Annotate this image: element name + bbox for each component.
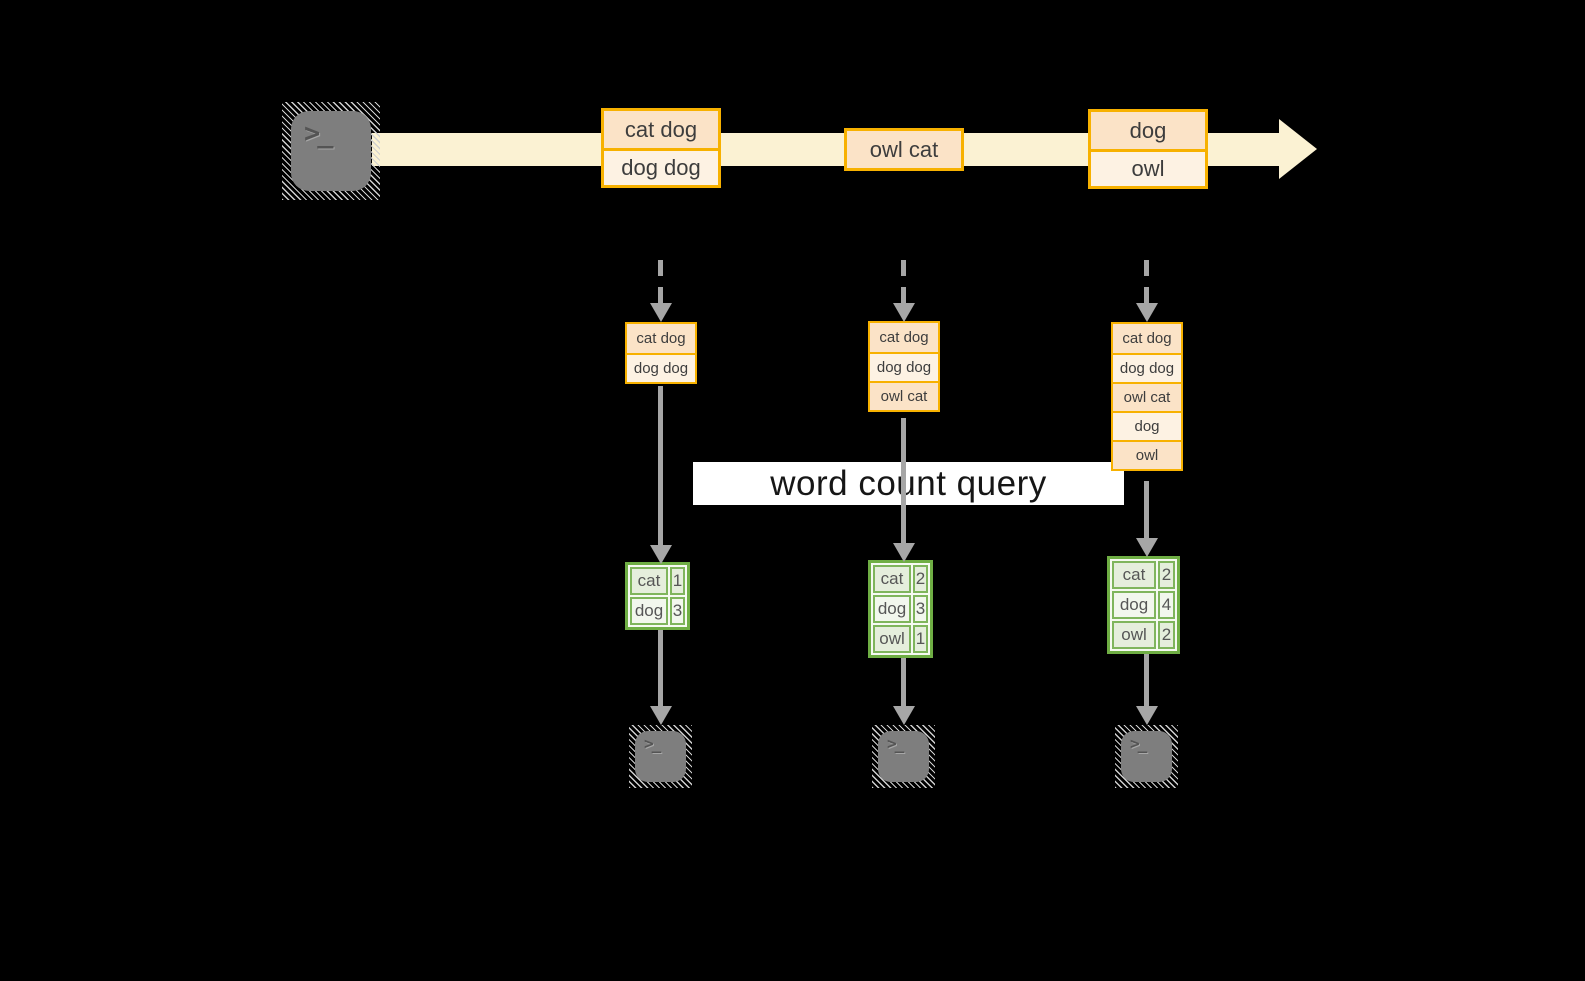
word-cell: owl (873, 625, 911, 653)
event-box: dog dog (627, 353, 695, 382)
terminal-prompt-glyph: >_ (304, 118, 333, 149)
terminal-screen: >_ (635, 731, 686, 782)
table-row: dog 3 (630, 597, 685, 625)
terminal-prompt-glyph: >_ (644, 734, 661, 753)
event-box: dog dog (870, 352, 938, 381)
dashed-arrow-shaft (658, 260, 663, 304)
arrow-shaft (658, 386, 663, 546)
table-row: dog 3 (873, 595, 928, 623)
terminal-screen: >_ (878, 731, 929, 782)
table-row: cat 2 (1112, 561, 1175, 589)
arrow-head-icon (893, 543, 915, 562)
stream-timeline-arrowhead-icon (1279, 119, 1317, 179)
count-cell: 1 (913, 625, 928, 653)
event-box: cat dog (870, 323, 938, 352)
arrow-head-icon (1136, 706, 1158, 725)
terminal-screen: >_ (291, 111, 371, 191)
count-table-2: cat 2 dog 3 owl 1 (868, 560, 933, 658)
timeline-event-group-3: dog owl (1088, 109, 1208, 189)
count-cell: 3 (913, 595, 928, 623)
timeline-event-group-2: owl cat (844, 128, 964, 171)
event-box: owl cat (1113, 382, 1181, 411)
terminal-prompt-glyph: >_ (1130, 734, 1147, 753)
buffer-stack-3: cat dog dog dog owl cat dog owl (1111, 322, 1183, 471)
word-cell: cat (1112, 561, 1156, 589)
terminal-prompt-glyph: >_ (887, 734, 904, 753)
word-cell: dog (873, 595, 911, 623)
event-box: owl (1091, 149, 1205, 186)
arrow-shaft (1144, 654, 1149, 707)
source-terminal-icon: >_ (282, 102, 380, 200)
arrow-shaft (901, 658, 906, 707)
event-box: dog dog (604, 148, 718, 185)
table-row: owl 2 (1112, 621, 1175, 649)
dashed-arrow-head-icon (650, 303, 672, 322)
event-box: cat dog (1113, 324, 1181, 353)
table-row: cat 2 (873, 565, 928, 593)
output-terminal-icon-1: >_ (629, 725, 692, 788)
word-cell: cat (630, 567, 668, 595)
count-table-1: cat 1 dog 3 (625, 562, 690, 630)
dashed-arrow-head-icon (893, 303, 915, 322)
event-box: dog (1113, 411, 1181, 440)
arrow-head-icon (893, 706, 915, 725)
dashed-arrow-shaft (1144, 260, 1149, 304)
event-box: cat dog (627, 324, 695, 353)
count-cell: 2 (913, 565, 928, 593)
word-cell: owl (1112, 621, 1156, 649)
event-box: owl (1113, 440, 1181, 469)
word-cell: dog (630, 597, 668, 625)
table-row: cat 1 (630, 567, 685, 595)
event-box: dog dog (1113, 353, 1181, 382)
event-box: owl cat (847, 131, 961, 168)
timeline-event-group-1: cat dog dog dog (601, 108, 721, 188)
terminal-screen: >_ (1121, 731, 1172, 782)
arrow-head-icon (1136, 538, 1158, 557)
event-box: owl cat (870, 381, 938, 410)
arrow-head-icon (650, 545, 672, 564)
table-row: owl 1 (873, 625, 928, 653)
count-cell: 2 (1158, 561, 1175, 589)
word-cell: dog (1112, 591, 1156, 619)
event-box: cat dog (604, 111, 718, 148)
arrow-shaft (901, 418, 906, 544)
dashed-arrow-shaft (901, 260, 906, 304)
count-table-3: cat 2 dog 4 owl 2 (1107, 556, 1180, 654)
count-cell: 2 (1158, 621, 1175, 649)
count-cell: 1 (670, 567, 685, 595)
table-row: dog 4 (1112, 591, 1175, 619)
buffer-stack-2: cat dog dog dog owl cat (868, 321, 940, 412)
arrow-shaft (1144, 481, 1149, 539)
output-terminal-icon-3: >_ (1115, 725, 1178, 788)
arrow-shaft (658, 630, 663, 707)
count-cell: 4 (1158, 591, 1175, 619)
event-box: dog (1091, 112, 1205, 149)
buffer-stack-1: cat dog dog dog (625, 322, 697, 384)
arrow-head-icon (650, 706, 672, 725)
dashed-arrow-head-icon (1136, 303, 1158, 322)
word-cell: cat (873, 565, 911, 593)
output-terminal-icon-2: >_ (872, 725, 935, 788)
count-cell: 3 (670, 597, 685, 625)
query-banner: word count query (693, 462, 1124, 505)
